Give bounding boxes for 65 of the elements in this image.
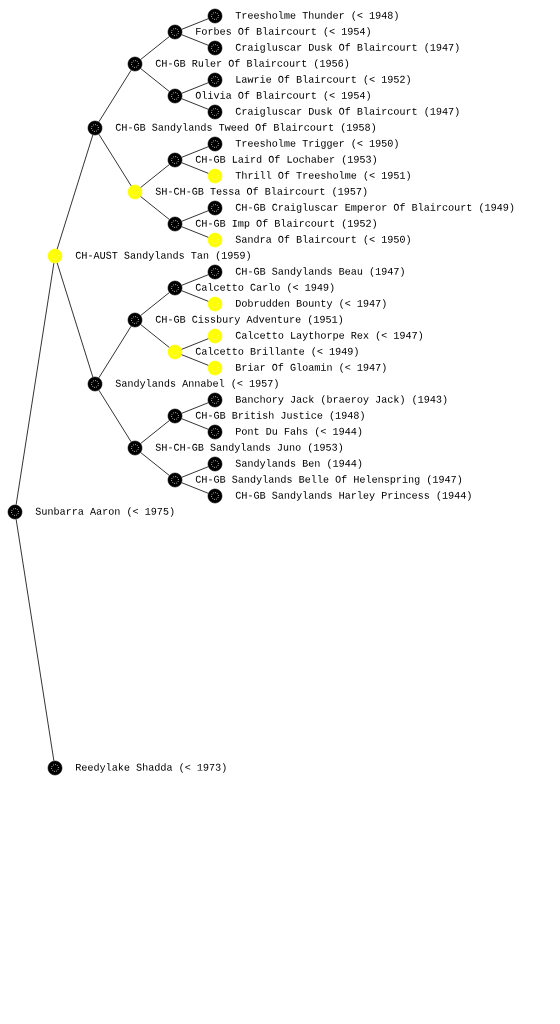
- connector-line: [181, 18, 209, 30]
- dog-name: SH-CH-GB Sandylands Juno (1953): [155, 443, 343, 453]
- dog-name: CH-GB Sandylands Beau (1947): [235, 267, 404, 277]
- dog-name: CH-GB Craigluscar Emperor Of Blaircourt (1949): [235, 203, 514, 213]
- dog-name: Dobrudden Bounty (< 1947): [236, 299, 386, 309]
- connector-line: [181, 402, 209, 414]
- connector-line: [98, 69, 132, 123]
- connector-line: [181, 162, 209, 174]
- connector-line: [98, 133, 132, 187]
- dog-name: Calcetto Laythorpe Rex (< 1947): [235, 331, 423, 341]
- dog-name: CH-GB Imp Of Blaircourt (1952): [195, 219, 376, 229]
- connector-line: [181, 338, 209, 350]
- connector-line: [140, 324, 170, 348]
- dog-name: Sandylands Annabel (< 1957): [115, 379, 278, 389]
- dog-name: Craigluscar Dusk Of Blaircourt (1947): [235, 43, 459, 53]
- dog-name: CH-AUST Sandylands Tan (1959): [75, 251, 250, 261]
- connector-line: [181, 274, 209, 286]
- connector-line: [140, 196, 170, 220]
- dog-name: Calcetto Carlo (< 1949): [195, 283, 334, 293]
- connector-line: [15, 262, 55, 506]
- dog-name: Treesholme Trigger (< 1950): [235, 139, 398, 149]
- connector-line: [98, 325, 132, 379]
- dog-name: CH-GB Ruler Of Blaircourt (1956): [155, 59, 349, 69]
- dog-name: Treesholme Thunder (< 1948): [235, 11, 398, 21]
- dog-name: Briar Of Gloamin (< 1947): [236, 363, 386, 373]
- dog-name: CH-GB Sandylands Tweed Of Blaircourt (1958): [115, 123, 375, 133]
- connector-line: [181, 226, 209, 238]
- connector-line: [98, 389, 132, 443]
- connector-line: [181, 34, 209, 46]
- dog-name: Olivia Of Blaircourt (< 1954): [195, 91, 370, 101]
- connector-line: [181, 482, 209, 494]
- connector-line: [140, 36, 170, 60]
- dog-name: Pont Du Fahs (< 1944): [236, 427, 362, 437]
- dog-name: CH-GB Sandylands Harley Princess (1944): [235, 491, 471, 501]
- dog-name: Thrill Of Treesholme (< 1951): [235, 171, 410, 181]
- dog-name: SH-CH-GB Tessa Of Blaircourt (1957): [155, 187, 367, 197]
- connector-line: [181, 98, 209, 110]
- connector-line: [140, 68, 170, 92]
- dog-name: Banchory Jack (braeroy Jack) (1943): [236, 395, 447, 405]
- dog-name: CH-GB Sandylands Belle Of Helenspring (1947): [195, 475, 462, 485]
- connector-line: [181, 82, 209, 94]
- connector-line: [56, 262, 94, 378]
- dog-name: Reedylake Shadda (< 1973): [76, 763, 226, 773]
- connector-line: [181, 146, 209, 158]
- connector-line: [140, 292, 170, 316]
- connector-line: [181, 290, 209, 302]
- connector-line: [140, 164, 170, 188]
- dog-name: Sunbarra Aaron (< 1975): [35, 507, 174, 517]
- dog-name: Lawrie Of Blaircourt (< 1952): [236, 75, 410, 85]
- dog-name: CH-GB Laird Of Lochaber (1953): [195, 155, 376, 165]
- connector-line: [181, 354, 209, 366]
- connector-line: [181, 210, 209, 222]
- dog-name: Sandylands Ben (1944): [235, 459, 362, 469]
- connector-line: [140, 452, 170, 476]
- connector-line: [15, 518, 55, 762]
- connector-line: [140, 420, 170, 444]
- dog-name: Sandra Of Blaircourt (< 1950): [235, 235, 410, 245]
- connector-line: [181, 418, 209, 430]
- dog-name: Forbes Of Blaircourt (< 1954): [196, 27, 370, 37]
- connector-line: [56, 134, 94, 250]
- dog-name: Calcetto Brillante (< 1949): [195, 347, 358, 357]
- dog-name: CH-GB British Justice (1948): [195, 411, 364, 421]
- dog-name: Craigluscar Dusk Of Blaircourt (1947): [235, 107, 459, 117]
- connector-line: [181, 466, 209, 478]
- dog-name: CH-GB Cissbury Adventure (1951): [155, 315, 343, 325]
